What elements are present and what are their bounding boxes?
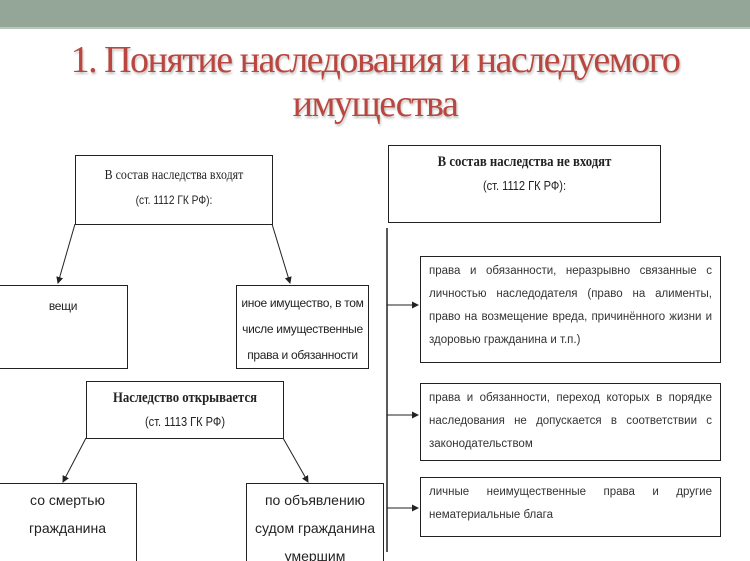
slide-title-line2: имущества <box>292 83 459 125</box>
opening-item-death: со смертью гражданина <box>0 483 137 561</box>
opening-box: Наследство открывается (ст. 1113 ГК РФ) <box>86 381 284 439</box>
opening-item-declared-dead: по объявлению судом гражданина умершим <box>246 483 384 561</box>
opening-ref: (ст. 1113 ГК РФ) <box>144 414 226 429</box>
opening-title: Наследство открывается <box>112 390 258 406</box>
included-item-other-property: иное имущество, в том числе имущественны… <box>236 285 369 369</box>
included-item-things: вещи <box>0 285 128 369</box>
included-box: В состав наследства входят (ст. 1112 ГК … <box>75 155 273 225</box>
slide-title-line1: 1. Понятие наследования и наследуемого <box>70 39 681 81</box>
excluded-box: В состав наследства не входят (ст. 1112 … <box>388 145 661 223</box>
excluded-title: В состав наследства не входят <box>437 154 612 170</box>
included-title: В состав наследства входят <box>104 168 244 183</box>
arrow-to-other-property <box>271 223 292 284</box>
excluded-ref: (ст. 1112 ГК РФ): <box>482 178 567 193</box>
header-band <box>0 0 750 29</box>
excluded-item-personal-rights: права и обязанности, неразрывно связанны… <box>420 256 721 363</box>
arrow-to-declared-dead <box>282 437 309 483</box>
included-ref: (ст. 1112 ГК РФ): <box>135 193 213 207</box>
excluded-item-non-transferable: права и обязанности, переход которых в п… <box>420 383 721 461</box>
arrow-to-death <box>62 437 87 483</box>
excluded-item-non-property-rights: личные неимущественные права и другие не… <box>420 477 721 537</box>
arrow-to-things <box>56 223 76 284</box>
